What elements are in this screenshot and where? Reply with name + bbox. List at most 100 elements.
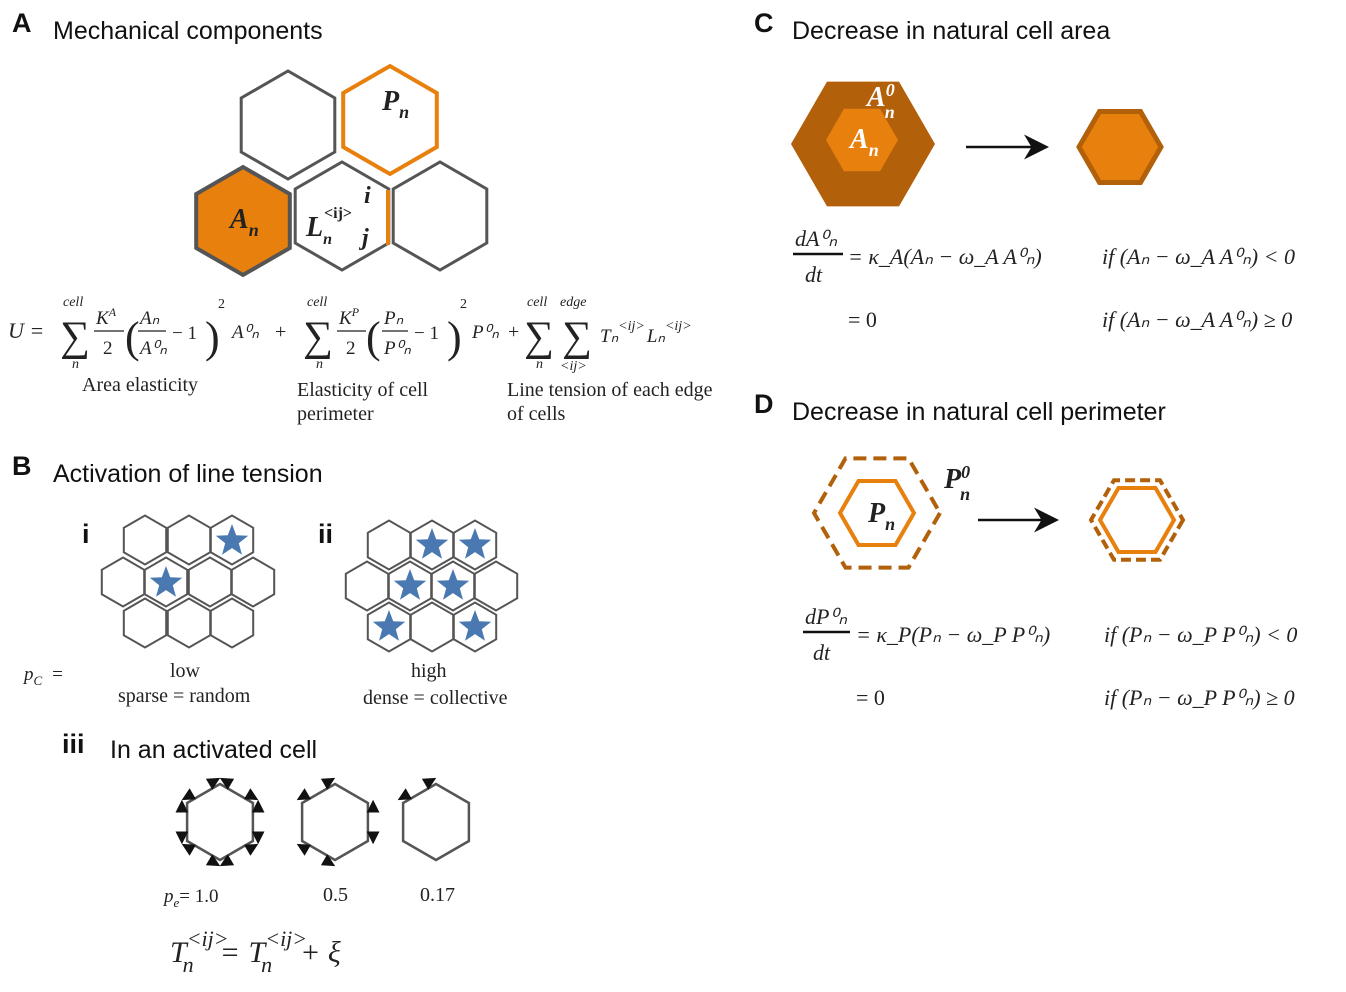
area-label: An — [228, 204, 259, 240]
eq-denominator: dt — [805, 262, 823, 287]
eq-frac-num: Aₙ — [138, 308, 160, 329]
cell-hexagon — [473, 560, 519, 612]
cell-hexagon — [230, 556, 276, 608]
tension-arrow-icon — [320, 854, 336, 867]
activation-star-icon — [149, 566, 183, 597]
cell-hexagon — [122, 597, 168, 649]
vertex-i-label: i — [364, 183, 371, 209]
perimeter-hexagon — [341, 63, 439, 177]
cell-hexagon — [194, 164, 292, 278]
eq-frac-den: A⁰ₙ — [138, 338, 167, 359]
natural-perimeter-hexagon — [811, 456, 943, 570]
pc-label: pC= — [22, 664, 63, 688]
subpanel-title: In an activated cell — [110, 736, 317, 764]
tension-arrow-icon — [175, 831, 189, 845]
tension-arrow-icon — [175, 799, 189, 813]
eq-sum-top: cell — [63, 295, 83, 310]
activation-star-icon — [458, 528, 492, 559]
eq-sum-top: edge — [560, 295, 586, 310]
eq-two: 2 — [103, 338, 113, 359]
eq-u: U = — [8, 318, 44, 343]
sum-sign: ∑ — [303, 314, 333, 360]
caption-line-tension-2: of cells — [507, 403, 566, 425]
tension-arrow-icon — [205, 854, 221, 867]
eq-condition: if (Pₙ − ω_P P⁰ₙ) ≥ 0 — [1104, 685, 1295, 710]
cell-hexagon — [122, 514, 168, 566]
activation-star-icon — [436, 569, 470, 600]
activation-star-icon — [372, 610, 406, 641]
eq-sum-bottom: n — [72, 357, 79, 372]
sum-sign: ∑ — [60, 314, 90, 360]
eq-coef: KP — [338, 305, 360, 329]
tension-equation: T<ij>n=T<ij>n+ ξ — [170, 926, 341, 977]
reduced-natural-perimeter-hexagon — [1088, 478, 1186, 562]
cell-hexagons — [194, 63, 489, 278]
eq-numerator: dA⁰ₙ — [795, 226, 837, 251]
eq-frac-den: P⁰ₙ — [383, 338, 411, 359]
cell-hexagon — [185, 782, 255, 862]
cell-hexagon — [391, 160, 489, 272]
eq-numerator: dP⁰ₙ — [805, 604, 847, 629]
tension-arrow-icon — [244, 843, 259, 856]
activation-star-icon — [393, 569, 427, 600]
tension-arrow-icon — [251, 799, 265, 813]
panel-letter: C — [754, 8, 774, 38]
eq-sum-bottom: <ij> — [560, 359, 587, 374]
caption-line-tension: Line tension of each edge — [507, 379, 713, 401]
cell-hexagon — [209, 597, 255, 649]
caption-perimeter-elasticity-2: perimeter — [297, 403, 374, 425]
eq-condition: if (Pₙ − ω_P P⁰ₙ) < 0 — [1104, 622, 1297, 647]
tension-arrow-icon — [366, 799, 380, 813]
subpanel-i: i — [82, 519, 90, 549]
tension-arrow-icon — [219, 777, 235, 790]
eq-frac-num: Pₙ — [383, 308, 404, 329]
cell-hexagon — [344, 560, 390, 612]
panel-title: Decrease in natural cell area — [792, 17, 1110, 45]
tension-arrow-icon — [320, 777, 336, 790]
cell-hexagon — [166, 597, 212, 649]
svg-text:(: ( — [125, 313, 140, 362]
cell-hexagon — [100, 556, 146, 608]
panel-b: B Activation of line tension i ii pC= lo… — [12, 451, 519, 977]
panel-letter: A — [12, 8, 32, 38]
eq-minus: − 1 — [172, 323, 197, 344]
subpanel-ii: ii — [318, 519, 333, 549]
caption-perimeter-elasticity: Elasticity of cell — [297, 379, 429, 401]
panel-a: A Mechanical components Pn An Ln<ij> i j… — [8, 8, 713, 425]
tension-arrow-icon — [181, 843, 196, 856]
eq-p0: P⁰ₙ — [471, 322, 499, 343]
eq-square: 2 — [218, 297, 225, 312]
eq-rhs: = κ_A(Aₙ − ω_A A⁰ₙ) — [848, 244, 1042, 269]
panel-title: Activation of line tension — [53, 460, 323, 488]
eq-sum-bottom: n — [536, 357, 543, 372]
pe-value: 0.17 — [420, 884, 455, 906]
eq-sum-bottom: n — [316, 357, 323, 372]
cell-hexagon — [187, 556, 233, 608]
vertex-j-label: j — [358, 225, 369, 251]
eq-rhs: = κ_P(Pₙ − ω_P P⁰ₙ) — [856, 622, 1050, 647]
eq-condition: if (Aₙ − ω_A A⁰ₙ) < 0 — [1102, 244, 1295, 269]
eq-square: 2 — [460, 297, 467, 312]
eq-denominator: dt — [813, 640, 831, 665]
area-hexagon — [826, 108, 898, 172]
reduced-area-hexagon — [1076, 109, 1164, 185]
cell-hexagon — [366, 519, 412, 571]
caption-area-elasticity: Area elasticity — [82, 374, 198, 396]
svg-text:): ) — [447, 313, 462, 362]
tension-arrow-icon — [251, 831, 265, 845]
eq-sum-top: cell — [527, 295, 547, 310]
low-description: sparse = random — [118, 685, 251, 707]
cell-hexagon — [300, 782, 370, 862]
svg-text:(: ( — [366, 313, 381, 362]
eq-plus: + — [508, 321, 519, 343]
perimeter-label: Pn — [381, 86, 409, 122]
high-label: high — [411, 660, 447, 682]
panel-title: Decrease in natural cell perimeter — [792, 398, 1166, 426]
high-description: dense = collective — [363, 687, 508, 709]
cell-hexagon — [166, 514, 212, 566]
tension-arrow-icon — [296, 788, 311, 801]
perimeter-hexagons — [811, 456, 1186, 570]
